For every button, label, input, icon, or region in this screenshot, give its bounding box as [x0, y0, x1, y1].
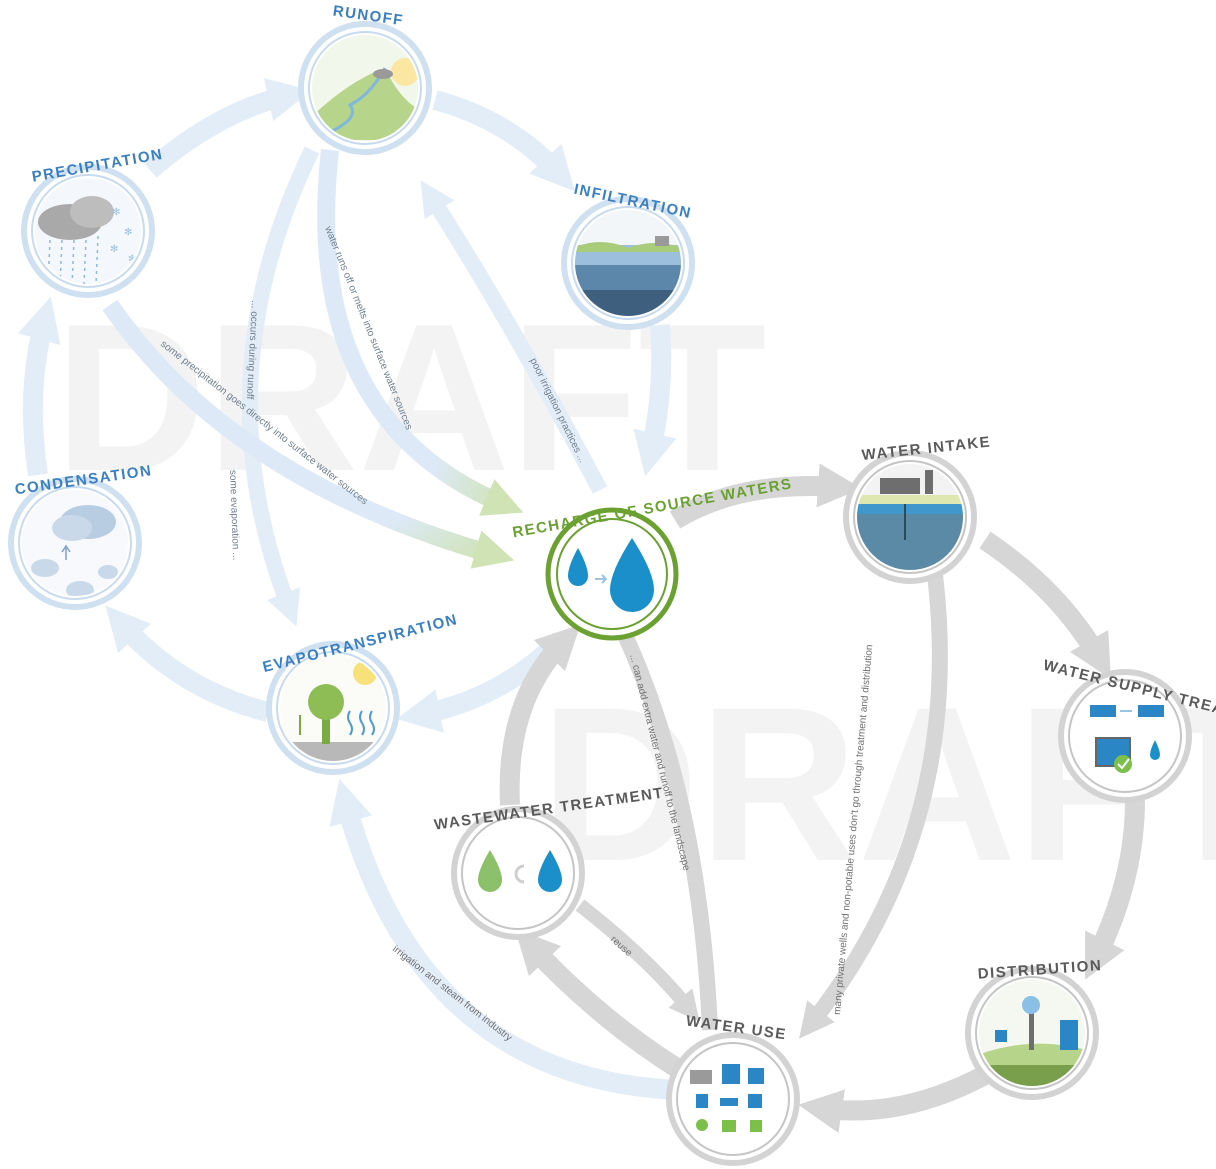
- svg-text:✻: ✻: [112, 207, 120, 218]
- arrow-irrigation-steam: [329, 778, 681, 1100]
- arrow-private-wells: [799, 574, 948, 1039]
- node-water-use: WATER USE: [666, 1012, 800, 1166]
- built-cycle-arrows: [499, 463, 1145, 1134]
- arrow-supply-to-distribution: [1085, 799, 1145, 980]
- arrow-condensation-to-precipitation: [17, 296, 61, 477]
- arrow-wastewater-to-recharge: [499, 624, 581, 806]
- arrow-use-to-wastewater: [514, 928, 686, 1079]
- node-evapotranspiration: EVAPOTRANSPIRATION: [261, 611, 460, 775]
- arrow-distribution-to-use: [798, 1066, 990, 1134]
- clouds-icon: [22, 490, 128, 596]
- treatment-tanks-icon: [1090, 705, 1164, 773]
- arrow-runoff-to-infiltration: [432, 90, 575, 192]
- natural-cycle-arrows: [17, 78, 681, 1100]
- arrow-runoff-to-recharge: [317, 149, 524, 516]
- arrow-evapotranspiration-to-condensation: [105, 605, 271, 722]
- label-occurs-during-runoff: ... occurs during runoff: [244, 300, 260, 400]
- arrow-extra-water: [617, 631, 718, 1031]
- arrow-precipitation-to-runoff: [143, 78, 312, 178]
- water-intake-illustration-icon: [857, 464, 963, 570]
- node-runoff: RUNOFF: [298, 3, 432, 155]
- node-distribution: DISTRIBUTION: [965, 957, 1103, 1100]
- node-water-intake: WATER INTAKE: [843, 434, 992, 584]
- green-flow-arrows: [102, 149, 524, 569]
- svg-text:✻: ✻: [124, 227, 132, 238]
- water-use-grid-icon: [690, 1064, 764, 1132]
- water-drops-icon: [568, 538, 654, 612]
- node-infiltration: INFILTRATION: [561, 181, 695, 330]
- tree-sun-icon: [280, 655, 386, 761]
- arrow-reuse: [575, 899, 700, 1023]
- arrow-infiltration-to-recharge: [633, 324, 677, 477]
- arrow-recharge-to-intake: [669, 463, 862, 529]
- label-irrigation-steam: irrigation and steam from industry: [390, 944, 514, 1044]
- arrow-precipitation-to-recharge: [102, 299, 515, 569]
- wastewater-drops-icon: [478, 850, 562, 892]
- svg-text:✻: ✻: [128, 254, 136, 265]
- arrow-poor-irrigation: [420, 180, 608, 494]
- rain-cloud-icon: ✻ ✻ ✻ ✻: [35, 178, 141, 284]
- label-some-evaporation: some evaporation ...: [227, 470, 241, 561]
- arrow-intake-to-supply: [979, 531, 1111, 680]
- arrow-some-evaporation: [241, 146, 320, 627]
- runoff-illustration-icon: [312, 35, 418, 141]
- node-precipitation: ✻✻✻✻ PRECIPITATION: [21, 146, 165, 298]
- svg-text:✻: ✻: [110, 244, 118, 255]
